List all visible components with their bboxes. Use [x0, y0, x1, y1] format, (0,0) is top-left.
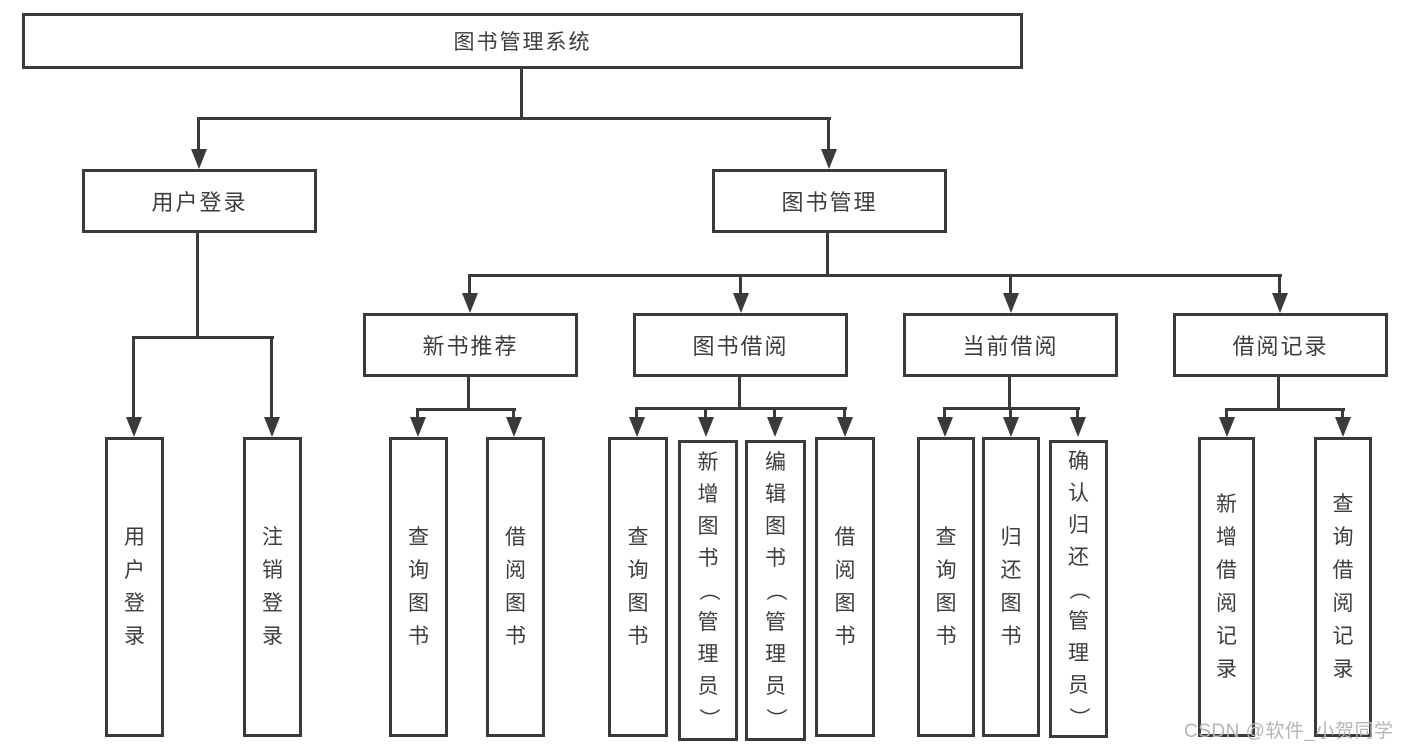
connector-to-borrow-records [1278, 274, 1281, 295]
arrowhead-user-login [191, 149, 207, 169]
connector-to-edit-book [773, 407, 776, 419]
arrowhead-new-book [462, 293, 478, 313]
leaf-edit-book-admin: 编辑图书（管理员） [745, 440, 806, 741]
node-new-book-recommend: 新书推荐 [363, 313, 578, 377]
leaf-logout: 注销登录 [243, 437, 302, 737]
connector-user-login-stub [196, 233, 199, 339]
connector-root-stub [520, 69, 523, 120]
csdn-watermark: CSDN @软件_小贺同学 [1184, 721, 1394, 742]
connector-to-query-books-2 [635, 407, 638, 419]
arrowhead-confirm-return [1070, 417, 1086, 437]
node-user-login: 用户登录 [82, 169, 317, 233]
connector-to-return-book [1009, 407, 1012, 419]
leaf-return-book: 归还图书 [982, 437, 1040, 737]
connector-root-rail [197, 117, 831, 120]
arrowhead-query-books-2 [629, 417, 645, 437]
arrowhead-borrow-records [1272, 293, 1288, 313]
node-current-borrow: 当前借阅 [903, 313, 1118, 377]
connector-current-borrow-stub [1008, 377, 1011, 410]
arrowhead-borrow-books-1 [506, 417, 522, 437]
arrowhead-query-books-3 [937, 417, 953, 437]
connector-to-leaf-user-login [132, 336, 135, 419]
connector-to-query-books-3 [943, 407, 946, 419]
arrowhead-borrow-books-2 [837, 417, 853, 437]
leaf-query-borrow-record: 查询借阅记录 [1314, 437, 1372, 737]
connector-to-leaf-logout [270, 336, 273, 419]
leaf-add-book-admin: 新增图书（管理员） [678, 440, 738, 741]
arrowhead-leaf-user-login [126, 417, 142, 437]
node-book-borrow: 图书借阅 [633, 313, 848, 377]
node-book-management: 图书管理 [712, 169, 947, 233]
connector-to-query-books-1 [416, 408, 419, 419]
connector-book-mgmt-stub [826, 233, 829, 277]
connector-borrow-records-stub [1277, 377, 1280, 411]
arrowhead-book-borrow [733, 293, 749, 313]
connector-to-current-borrow [1009, 274, 1012, 295]
arrowhead-leaf-logout [264, 417, 280, 437]
connector-to-add-record [1225, 408, 1228, 419]
connector-root-to-user-login [197, 117, 200, 151]
connector-book-borrow-stub [738, 377, 741, 410]
connector-to-confirm-return [1076, 407, 1079, 419]
leaf-query-books-2: 查询图书 [608, 437, 668, 737]
connector-borrow-records-rail [1225, 408, 1345, 411]
connector-to-borrow-books-2 [843, 407, 846, 419]
connector-to-book-borrow [739, 274, 742, 295]
connector-to-query-record [1341, 408, 1344, 419]
arrowhead-book-mgmt [821, 149, 837, 169]
arrowhead-query-books-1 [410, 417, 426, 437]
leaf-confirm-return-admin: 确认归还（管理员） [1049, 440, 1108, 738]
node-library-system: 图书管理系统 [22, 13, 1023, 69]
leaf-add-borrow-record: 新增借阅记录 [1198, 437, 1255, 737]
connector-book-borrow-rail [635, 407, 847, 410]
connector-user-login-rail [132, 336, 274, 339]
arrowhead-current-borrow [1003, 293, 1019, 313]
arrowhead-edit-book [767, 417, 783, 437]
connector-new-book-stub [467, 377, 470, 411]
leaf-borrow-books-1: 借阅图书 [486, 437, 545, 737]
connector-to-new-book [468, 274, 471, 295]
connector-book-mgmt-rail [468, 274, 1282, 277]
leaf-query-books-3: 查询图书 [917, 437, 975, 737]
arrowhead-return-book [1003, 417, 1019, 437]
connector-to-borrow-books-1 [512, 408, 515, 419]
leaf-borrow-books-2: 借阅图书 [815, 437, 875, 737]
connector-root-to-book-mgmt [827, 117, 830, 151]
leaf-query-books-1: 查询图书 [389, 437, 448, 737]
node-borrow-records: 借阅记录 [1173, 313, 1388, 377]
leaf-user-login: 用户登录 [105, 437, 164, 737]
connector-new-book-rail [416, 408, 516, 411]
arrowhead-add-book [698, 417, 714, 437]
connector-to-add-book [704, 407, 707, 419]
arrowhead-query-record [1335, 417, 1351, 437]
arrowhead-add-record [1219, 417, 1235, 437]
